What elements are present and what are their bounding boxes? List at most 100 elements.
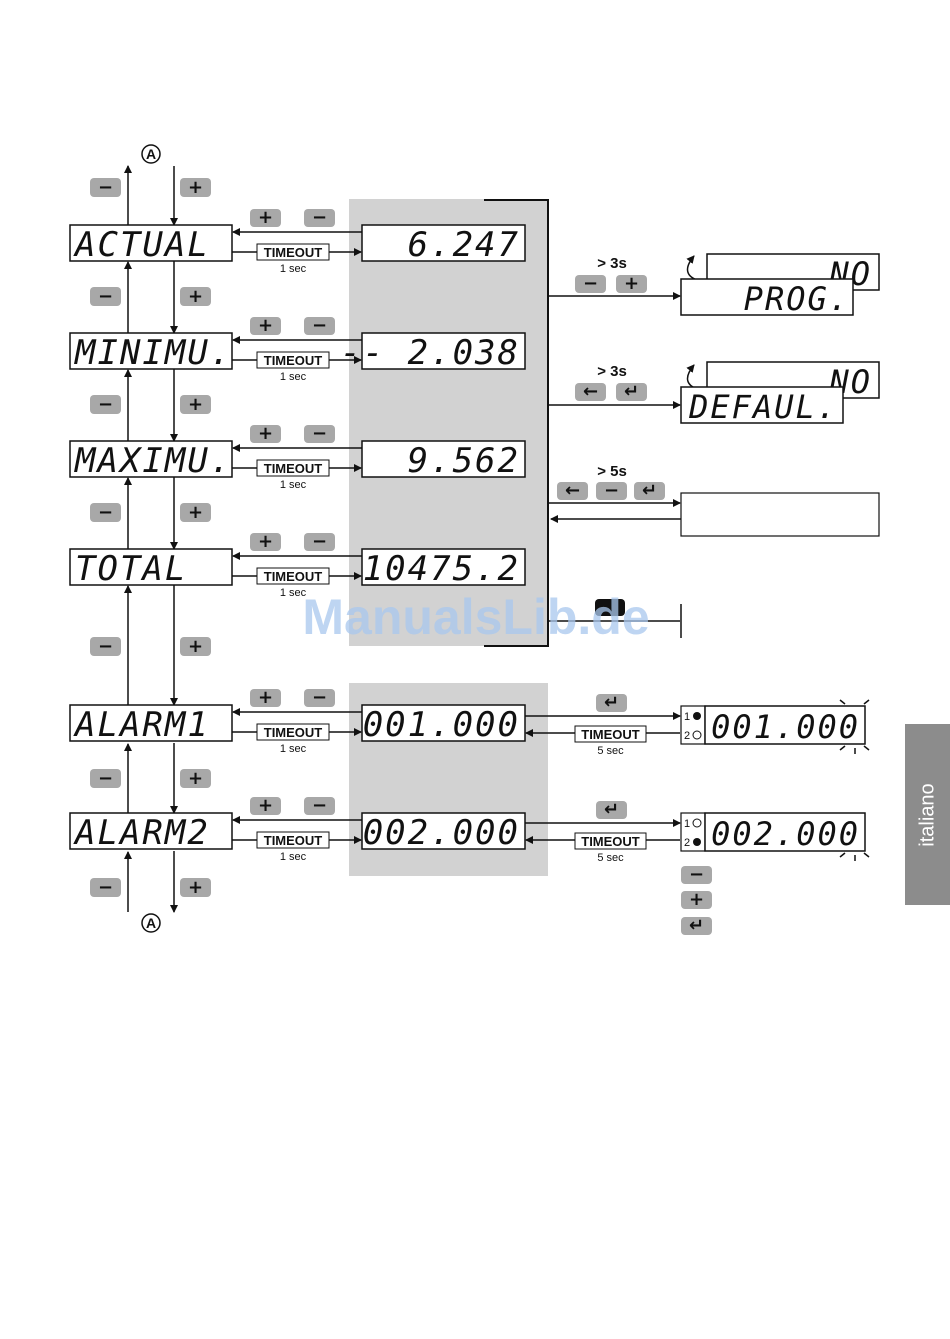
svg-text:−: − [312, 795, 327, 816]
alarm1-edit-text: 001.000 [711, 708, 860, 746]
left-arrow-key[interactable]: ← [557, 480, 588, 501]
value-display-text: 10475.2 [363, 549, 520, 589]
svg-text:−: − [98, 502, 113, 523]
minus-key[interactable]: − [304, 795, 335, 816]
value-display [361, 440, 526, 478]
svg-text:−: − [604, 480, 619, 501]
minus-key[interactable]: − [304, 687, 335, 708]
value-display-text: -- 2.038 [340, 333, 520, 373]
plus-key[interactable]: + [180, 768, 211, 789]
timeout-box: TIMEOUT [256, 351, 330, 369]
connector-a-top-label: A [146, 146, 156, 162]
timeout-label: TIMEOUT [264, 569, 323, 584]
plus-key[interactable]: + [180, 394, 211, 415]
plus-key[interactable]: + [250, 795, 281, 816]
value-display [361, 704, 526, 742]
enter-key[interactable]: ↵ [596, 799, 627, 820]
minus-key[interactable]: − [90, 768, 121, 789]
timeout-label: TIMEOUT [264, 353, 323, 368]
minus-key[interactable]: − [90, 636, 121, 657]
timeout-seconds: 1 sec [280, 851, 307, 863]
language-tab[interactable]: italiano [905, 724, 950, 905]
svg-text:↵: ↵ [624, 381, 639, 402]
svg-text:+: + [188, 636, 203, 657]
enter-key[interactable]: ↵ [596, 692, 627, 713]
enter-key[interactable]: ↵ [634, 480, 665, 501]
value-display [361, 812, 526, 850]
svg-text:−: − [312, 531, 327, 552]
svg-text:TIMEOUT: TIMEOUT [581, 834, 640, 849]
plus-key[interactable]: + [180, 877, 211, 898]
plus-key[interactable]: + [250, 423, 281, 444]
timeout-box: TIMEOUT [256, 459, 330, 477]
minus-key[interactable]: − [304, 207, 335, 228]
minus-key[interactable]: − [90, 877, 121, 898]
minus-key[interactable]: − [304, 423, 335, 444]
left-arrow-key[interactable]: ← [575, 381, 606, 402]
plus-key[interactable]: + [250, 687, 281, 708]
menu-display-text: MAXIMU. [74, 441, 232, 481]
svg-text:←: ← [583, 381, 598, 402]
minus-key[interactable]: − [575, 273, 606, 294]
led-2-lit-icon [693, 838, 701, 846]
menu-display [69, 812, 233, 850]
menu-display-text: ALARM2 [73, 813, 210, 853]
enter-key[interactable]: ↵ [616, 381, 647, 402]
timeout-label: TIMEOUT [264, 725, 323, 740]
plus-key[interactable]: + [180, 636, 211, 657]
led-1-label: 1 [684, 818, 690, 830]
svg-text:+: + [258, 531, 273, 552]
menu-display-text: MINIMU. [74, 333, 232, 373]
menu-display-text: TOTAL [75, 549, 187, 589]
minus-key[interactable]: − [90, 286, 121, 307]
alarm2-led-box [680, 812, 706, 852]
plus-key[interactable]: + [180, 177, 211, 198]
minus-key[interactable]: − [681, 864, 712, 885]
left-keys: − + − + − + − + − + − + − + [90, 177, 211, 898]
plus-key[interactable]: + [250, 315, 281, 336]
minus-key[interactable]: − [596, 480, 627, 501]
plus-key[interactable]: + [616, 273, 647, 294]
connector-a-bottom [141, 913, 161, 933]
svg-text:+: + [258, 207, 273, 228]
svg-text:−: − [689, 864, 704, 885]
plus-key[interactable]: + [180, 286, 211, 307]
plus-key[interactable]: + [250, 531, 281, 552]
default-front-text: DEFAUL. [688, 388, 838, 426]
connector-a-top [141, 144, 161, 164]
prog-keys: − + [575, 273, 647, 294]
menu-display-text: ACTUAL [73, 225, 210, 265]
minus-key[interactable]: − [90, 502, 121, 523]
svg-text:+: + [624, 273, 639, 294]
svg-text:←: ← [565, 480, 580, 501]
minus-key[interactable]: − [304, 315, 335, 336]
timeout-seconds: 1 sec [280, 479, 307, 491]
svg-text:+: + [188, 768, 203, 789]
minus-key[interactable]: − [90, 177, 121, 198]
led-2-label: 2 [684, 730, 690, 742]
plus-key[interactable]: + [681, 889, 712, 910]
special-key-icon[interactable] [595, 599, 625, 616]
led-2-off-icon [692, 730, 702, 740]
blink-marks-icon [839, 852, 870, 861]
svg-text:−: − [312, 315, 327, 336]
timeout-seconds: 1 sec [280, 587, 307, 599]
minus-key[interactable]: − [304, 531, 335, 552]
menu-display [69, 704, 233, 742]
default-front-display [680, 386, 844, 424]
value-display-text: 6.247 [408, 225, 520, 265]
svg-text:TIMEOUT: TIMEOUT [581, 727, 640, 742]
panel-bracket [484, 199, 549, 647]
timeout-seconds: 1 sec [280, 371, 307, 383]
other-hold-label: > 5s [597, 463, 627, 480]
value-display-text: 002.000 [363, 813, 520, 853]
svg-text:−: − [312, 423, 327, 444]
plus-key[interactable]: + [250, 207, 281, 228]
plus-key[interactable]: + [180, 502, 211, 523]
watermark: ManualsLib.de [302, 589, 649, 645]
minus-key[interactable]: − [90, 394, 121, 415]
enter-key[interactable]: ↵ [681, 915, 712, 936]
default-keys: ← ↵ [575, 381, 647, 402]
connector-a-bottom-label: A [146, 915, 156, 931]
